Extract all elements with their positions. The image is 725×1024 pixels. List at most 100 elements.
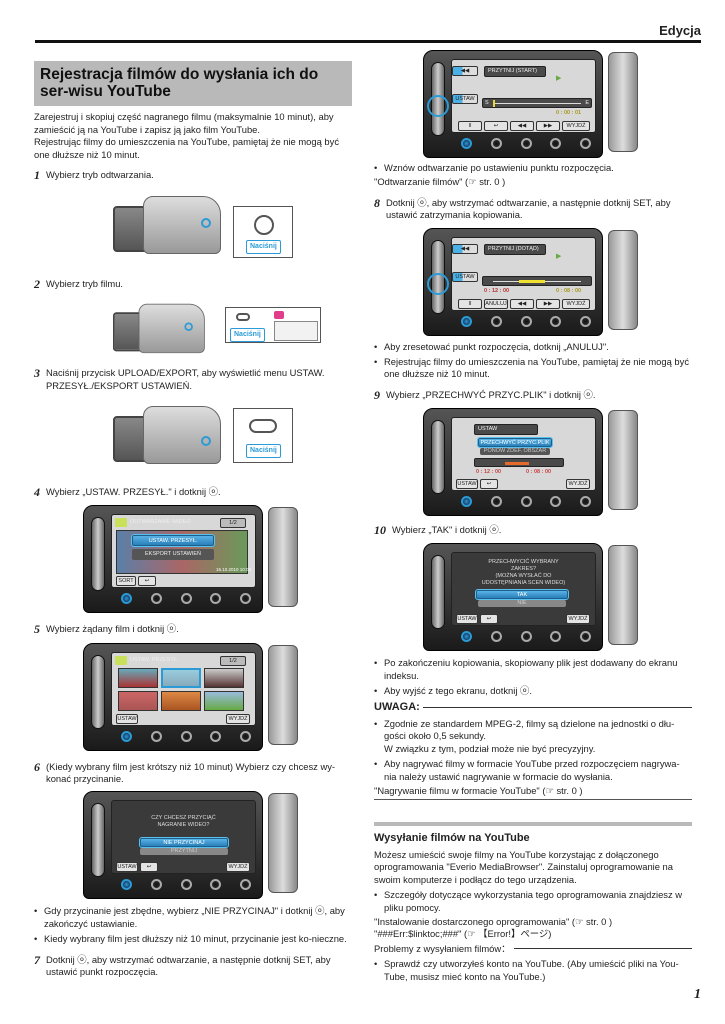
video-thumbnail[interactable]	[161, 690, 201, 711]
menu-button[interactable]	[580, 631, 591, 643]
video-thumbnail[interactable]	[204, 667, 244, 688]
scroll-slider[interactable]	[431, 555, 445, 630]
option-no[interactable]: NIE	[478, 600, 566, 608]
touch-button[interactable]	[550, 315, 562, 327]
touch-button[interactable]	[150, 593, 162, 605]
fast-forward-button[interactable]: ▶▶	[536, 298, 560, 309]
option-redefine-area[interactable]: PONÓW ZDEF. OBSZAR	[480, 448, 550, 456]
touch-button[interactable]	[520, 315, 532, 327]
touch-button[interactable]	[490, 631, 502, 643]
set-button[interactable]: USTAW	[456, 614, 478, 625]
video-thumbnail[interactable]	[118, 667, 158, 688]
menu-button[interactable]	[240, 593, 251, 605]
touch-button[interactable]	[150, 730, 162, 742]
back-button[interactable]: ↩	[140, 862, 158, 873]
reference-link[interactable]: "Odtwarzanie filmów" (☞ str. 0 )	[374, 176, 506, 188]
menu-button[interactable]	[580, 315, 591, 327]
touch-button[interactable]	[180, 730, 192, 742]
step-10: 10 Wybierz „TAK" i dotknij ⓞ.	[374, 523, 692, 537]
menu-button[interactable]	[580, 138, 591, 149]
menu-button[interactable]	[240, 879, 251, 891]
menu-button[interactable]	[580, 496, 591, 508]
reference-link[interactable]: "###Err:$linktoc;###" (☞ 【Error!】ページ)	[374, 928, 552, 940]
ok-button[interactable]	[461, 631, 472, 643]
option-no-trim[interactable]: NIE PRZYCINAJ	[139, 837, 229, 849]
step-number: 2	[34, 277, 40, 292]
scroll-slider[interactable]	[431, 420, 445, 495]
touch-button[interactable]	[210, 593, 222, 605]
skip-back-button[interactable]: ◀◀	[452, 66, 478, 76]
lcd-hinge	[268, 507, 298, 608]
menu-item-upload-settings[interactable]: USTAW. PRZESYŁ.	[131, 534, 215, 548]
touch-button[interactable]	[550, 631, 562, 643]
back-button[interactable]: ↩	[484, 121, 508, 131]
touch-buttons	[461, 631, 591, 643]
ok-button[interactable]	[121, 879, 132, 891]
touch-button[interactable]	[490, 496, 502, 508]
ok-button[interactable]	[121, 730, 132, 742]
set-button[interactable]: USTAW	[452, 94, 478, 104]
skip-back-button[interactable]: ◀◀	[452, 243, 478, 254]
video-icon	[115, 518, 127, 528]
playhead[interactable]	[493, 100, 495, 107]
menu-button[interactable]	[240, 730, 251, 742]
exit-button[interactable]: WYJDŹ	[226, 862, 250, 873]
touch-button[interactable]	[550, 138, 562, 149]
set-button[interactable]: USTAW	[452, 271, 478, 282]
timeline-bar[interactable]	[482, 275, 592, 286]
fast-forward-button[interactable]: ▶▶	[536, 121, 560, 131]
menu-item-export-settings[interactable]: EKSPORT USTAWIEŃ	[132, 549, 214, 561]
touch-button[interactable]	[520, 496, 532, 508]
back-button[interactable]: ↩	[480, 479, 498, 490]
touch-button[interactable]	[210, 879, 222, 891]
button-icon	[254, 215, 274, 236]
press-label: Naciśnij	[246, 444, 281, 458]
rewind-button[interactable]: ◀◀	[510, 121, 534, 131]
dialog-question-line-1: CZY CHCESZ PRZYCIĄĆ	[151, 815, 216, 822]
sort-button[interactable]: SORT	[116, 576, 136, 587]
exit-button[interactable]: WYJDŹ	[226, 713, 250, 724]
ok-button[interactable]	[121, 593, 132, 605]
touch-button[interactable]	[550, 496, 562, 508]
set-button[interactable]: USTAW	[456, 479, 478, 490]
timeline-bar[interactable]: S E	[482, 98, 592, 108]
touch-button[interactable]	[180, 593, 192, 605]
scroll-slider[interactable]	[91, 517, 105, 592]
touch-button[interactable]	[520, 631, 532, 643]
reference-link[interactable]: "Nagrywanie filmu w formacie YouTube" (☞…	[374, 784, 583, 796]
touch-button[interactable]	[490, 315, 502, 327]
set-button[interactable]: USTAW	[116, 862, 138, 873]
ok-button[interactable]	[461, 315, 472, 327]
set-button[interactable]: USTAW	[116, 713, 138, 724]
touch-button[interactable]	[210, 730, 222, 742]
video-thumbnail[interactable]	[204, 690, 244, 711]
option-trim[interactable]: PRZYTNIJ	[140, 848, 228, 856]
pause-button[interactable]: II	[458, 298, 482, 309]
exit-button[interactable]: WYJDŹ	[562, 298, 590, 309]
note-text: W związku z tym, podział może nie być pr…	[384, 742, 596, 754]
video-thumbnail-selected[interactable]	[161, 667, 201, 688]
touch-button[interactable]	[150, 879, 162, 891]
back-button[interactable]: ↩	[138, 576, 156, 587]
back-button[interactable]: ↩	[480, 614, 498, 625]
touch-button[interactable]	[490, 138, 502, 149]
scroll-slider[interactable]	[91, 654, 105, 729]
screen-header: USTAW. PRZESYŁ.	[130, 656, 179, 663]
video-thumbnail[interactable]	[118, 690, 158, 711]
touch-button[interactable]	[180, 879, 192, 891]
ok-button[interactable]	[461, 138, 472, 149]
page-indicator: 1/2	[220, 518, 246, 529]
touch-button[interactable]	[520, 138, 532, 149]
pause-button[interactable]: II	[458, 121, 482, 131]
option-yes[interactable]: TAK	[475, 589, 569, 601]
reference-link[interactable]: "Instalowanie dostarczonego oprogramowan…	[374, 915, 613, 927]
exit-button[interactable]: WYJDŹ	[566, 479, 590, 490]
rewind-button[interactable]: ◀◀	[510, 298, 534, 309]
option-capture-trimmed[interactable]: PRZECHWYĆ PRZYC.PLIK	[477, 437, 553, 449]
cancel-button[interactable]: ANULUJ	[484, 298, 508, 309]
bullet-item: •Wznów odtwarzanie po ustawieniu punktu …	[374, 162, 614, 173]
scroll-slider[interactable]	[91, 803, 105, 878]
exit-button[interactable]: WYJDŹ	[566, 614, 590, 625]
exit-button[interactable]: WYJDŹ	[562, 121, 590, 131]
ok-button[interactable]	[461, 496, 472, 508]
